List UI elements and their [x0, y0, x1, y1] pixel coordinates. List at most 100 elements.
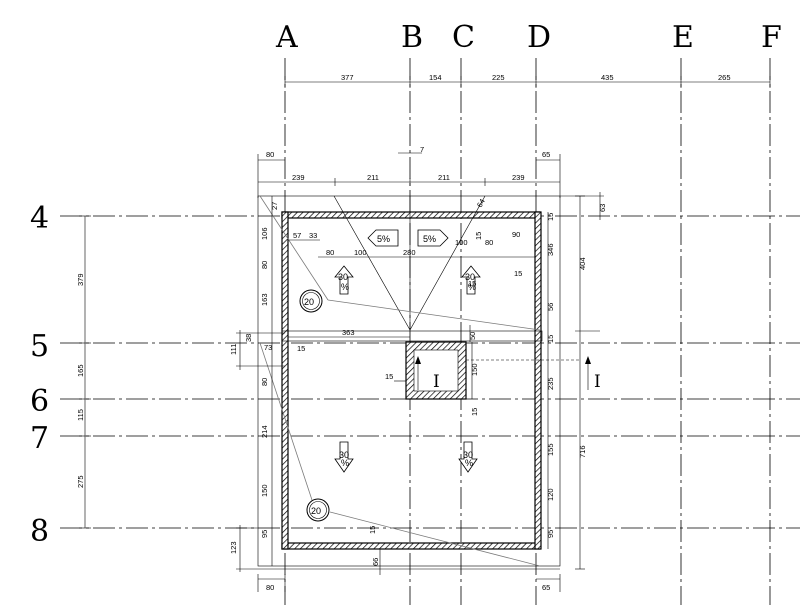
- dim-text: 15: [385, 372, 393, 381]
- ramp-unit: %: [465, 458, 473, 468]
- dim-text: 15: [470, 408, 479, 416]
- grid-label-a: A: [275, 20, 298, 55]
- dim-text: 377: [341, 73, 354, 82]
- right-outer-dimensions: 404 716: [575, 195, 600, 570]
- dim-text: 211: [438, 173, 450, 182]
- dim-text: 90: [512, 230, 520, 239]
- grid-label-4: 4: [30, 201, 49, 236]
- dim-text: 73: [264, 343, 272, 352]
- dim-text: 15: [297, 344, 305, 353]
- ramp-arrow-down-left: 30 %: [334, 441, 354, 473]
- speed-value: 20: [311, 506, 321, 516]
- speed-sign-upper: 20: [299, 289, 323, 313]
- ramp-arrow-up-left: 30 %: [334, 265, 354, 295]
- dim-text: 111: [229, 344, 238, 355]
- ramp-lines: [259, 195, 541, 567]
- outer-slab: [257, 195, 561, 570]
- grid-axes: [60, 58, 800, 605]
- dim-text: 435: [601, 73, 614, 82]
- grid-label-f: F: [761, 20, 782, 55]
- ramp-arrow-down-right: 30 %: [458, 441, 478, 473]
- dim-text: 239: [512, 173, 525, 182]
- dim-text: 15: [368, 526, 377, 534]
- dim-text: 155: [546, 443, 555, 456]
- dim-text: 80: [260, 261, 269, 269]
- dim-text: 64: [475, 197, 487, 209]
- bottom-dimensions: 80 66 65: [257, 549, 561, 592]
- ramp-value: 30: [338, 272, 348, 282]
- dim-text: 15: [468, 279, 476, 288]
- dim-text: 275: [76, 475, 85, 488]
- grid-label-e: E: [672, 20, 694, 55]
- section-mark-left: I: [415, 356, 440, 392]
- grid-label-8: 8: [30, 514, 49, 549]
- speed-sign-lower: 20: [306, 498, 330, 522]
- ramp-unit: %: [468, 282, 476, 292]
- dim-text: 80: [266, 583, 274, 592]
- dim-text: 150: [260, 484, 269, 497]
- dim-text: 123: [229, 541, 238, 554]
- dim-text: 15: [514, 269, 522, 278]
- top-mid-dimensions: 239 211 211 239: [258, 173, 560, 186]
- dim-text: 80: [485, 238, 493, 247]
- dim-text: 100: [354, 248, 367, 257]
- dim-text: 66: [371, 558, 380, 566]
- dim-text: 80: [326, 248, 334, 257]
- ramp-value: 30: [463, 450, 473, 460]
- dim-text: 379: [76, 273, 85, 286]
- ramp-value: 30: [339, 450, 349, 460]
- slope-arrow-left: 5%: [367, 229, 399, 247]
- dim-text: 106: [260, 227, 269, 240]
- grid-label-6: 6: [30, 384, 49, 419]
- top-axis-dimensions: 377 154 225 435 265: [284, 73, 771, 88]
- dim-text: 27: [270, 202, 279, 210]
- dim-text: 165: [76, 364, 85, 377]
- ramp-value: 30: [465, 272, 475, 282]
- dim-text: 56: [546, 303, 555, 311]
- dim-text: 214: [260, 425, 269, 438]
- dim-text: 57: [293, 231, 301, 240]
- dim-text: 346: [546, 243, 555, 256]
- dim-text: 115: [76, 409, 85, 421]
- dim-text: 95: [260, 530, 269, 538]
- dim-text: 65: [542, 583, 550, 592]
- dim-text: 150: [470, 363, 479, 376]
- dim-text: 65: [542, 150, 550, 159]
- dim-text: 163: [260, 293, 269, 306]
- dim-text: 235: [546, 377, 555, 390]
- ramp-unit: %: [341, 458, 349, 468]
- dim-text: 80: [266, 150, 274, 159]
- section-label: I: [594, 372, 601, 392]
- grid-label-d: D: [527, 20, 551, 55]
- left-row-dimensions: 379 165 115 275: [76, 215, 91, 529]
- dim-text: 7: [420, 145, 424, 154]
- dim-text: 404: [578, 257, 587, 270]
- dim-text: 225: [492, 73, 505, 82]
- dim-text: 33: [309, 231, 317, 240]
- ramp-unit: %: [341, 282, 349, 292]
- dim-text: 15: [546, 335, 555, 343]
- dim-text: 63: [598, 204, 607, 212]
- dim-text: 211: [367, 173, 379, 182]
- dim-text: 363: [342, 328, 355, 337]
- section-mark-right: I: [466, 356, 601, 392]
- dim-text: 38: [244, 334, 253, 342]
- dim-text: 239: [292, 173, 305, 182]
- slope-label: 5%: [423, 234, 436, 244]
- dim-text: 154: [429, 73, 442, 82]
- ramp-arrow-up-right: 30 %: [461, 265, 481, 295]
- grid-label-7: 7: [30, 421, 49, 456]
- grid-label-b: B: [401, 20, 423, 55]
- grid-label-5: 5: [30, 329, 49, 364]
- top-offset-dimensions: 80 7 65: [257, 145, 561, 198]
- pit-walls: [281, 211, 543, 550]
- grid-labels: A B C D E F 4 5 6 7 8: [30, 20, 782, 549]
- slope-label: 5%: [377, 234, 390, 244]
- dim-text: 15: [546, 213, 555, 221]
- grid-label-c: C: [452, 20, 475, 55]
- dim-text: 280: [403, 248, 416, 257]
- speed-value: 20: [304, 297, 314, 307]
- inner-dimensions: 57 33 80 100 280 100 80 90 15 15 64 363 …: [288, 197, 555, 534]
- right-inner-dimensions: 63 346 56 15 235 155 120 95: [514, 192, 607, 549]
